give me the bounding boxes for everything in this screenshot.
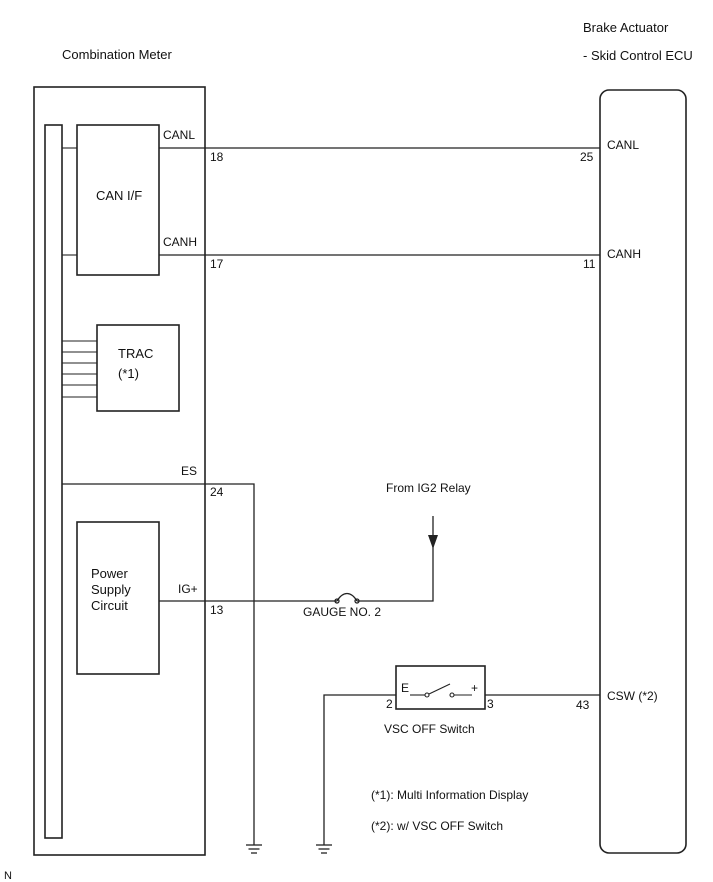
from-ig2-relay-label: From IG2 Relay bbox=[386, 481, 471, 495]
power-supply-box bbox=[76, 521, 160, 675]
power-supply-label-1: Power bbox=[91, 566, 129, 581]
meter-canl-pin-number: 18 bbox=[210, 150, 224, 164]
switch-pin-left-number: 2 bbox=[386, 697, 393, 711]
es-ground-wire bbox=[62, 483, 255, 845]
can-if-label: CAN I/F bbox=[96, 188, 142, 203]
meter-ig-pin-number: 13 bbox=[210, 603, 224, 617]
ecu-canh-pin-name: CANH bbox=[607, 247, 641, 261]
ground-symbol-switch bbox=[316, 844, 332, 854]
trac-label: TRAC bbox=[118, 346, 153, 361]
brake-actuator-ecu-box bbox=[599, 89, 687, 854]
power-supply-label-2: Supply bbox=[91, 582, 131, 597]
meter-canl-pin-name: CANL bbox=[163, 128, 195, 142]
fuse-label: GAUGE NO. 2 bbox=[303, 605, 381, 619]
meter-es-pin-number: 24 bbox=[210, 485, 224, 499]
trac-note: (*1) bbox=[118, 366, 139, 381]
corner-mark: N bbox=[4, 870, 12, 882]
note-multi-information-display: (*1): Multi Information Display bbox=[371, 788, 528, 802]
skid-control-ecu-label: - Skid Control ECU bbox=[583, 48, 693, 63]
ig-wire-right bbox=[357, 516, 434, 602]
from-ig2-arrow-icon bbox=[428, 535, 438, 549]
ecu-canl-pin-number: 25 bbox=[580, 150, 594, 164]
meter-canh-pin-number: 17 bbox=[210, 257, 224, 271]
switch-pin-right-number: 3 bbox=[487, 697, 494, 711]
combination-meter-label: Combination Meter bbox=[62, 47, 172, 62]
meter-canh-pin-name: CANH bbox=[163, 235, 197, 249]
ground-symbol-es bbox=[246, 844, 262, 854]
switch-plus-label: + bbox=[471, 681, 478, 695]
ecu-csw-pin-number: 43 bbox=[576, 698, 590, 712]
trac-box bbox=[96, 324, 180, 412]
ecu-canl-pin-name: CANL bbox=[607, 138, 639, 152]
meter-internal-bus bbox=[44, 124, 63, 839]
fuse-gauge-no2-icon bbox=[336, 592, 358, 602]
ecu-csw-pin-name: CSW (*2) bbox=[607, 689, 658, 703]
power-supply-label-3: Circuit bbox=[91, 598, 128, 613]
meter-ig-pin-name: IG+ bbox=[178, 582, 198, 596]
can-if-box bbox=[76, 124, 160, 276]
trac-bus-lines bbox=[62, 340, 97, 398]
switch-e-label: E bbox=[401, 681, 409, 695]
note-vsc-off-switch: (*2): w/ VSC OFF Switch bbox=[371, 819, 503, 833]
vsc-off-switch-label: VSC OFF Switch bbox=[384, 722, 475, 736]
fuse-terminal-left bbox=[334, 598, 340, 604]
vsc-off-switch-box bbox=[395, 665, 486, 710]
vsc-switch-ground-wire bbox=[323, 694, 396, 845]
switch-contact-icon bbox=[410, 683, 472, 698]
ecu-canh-pin-number: 11 bbox=[583, 257, 596, 271]
brake-actuator-label: Brake Actuator bbox=[583, 20, 669, 35]
meter-es-pin-name: ES bbox=[181, 464, 197, 478]
